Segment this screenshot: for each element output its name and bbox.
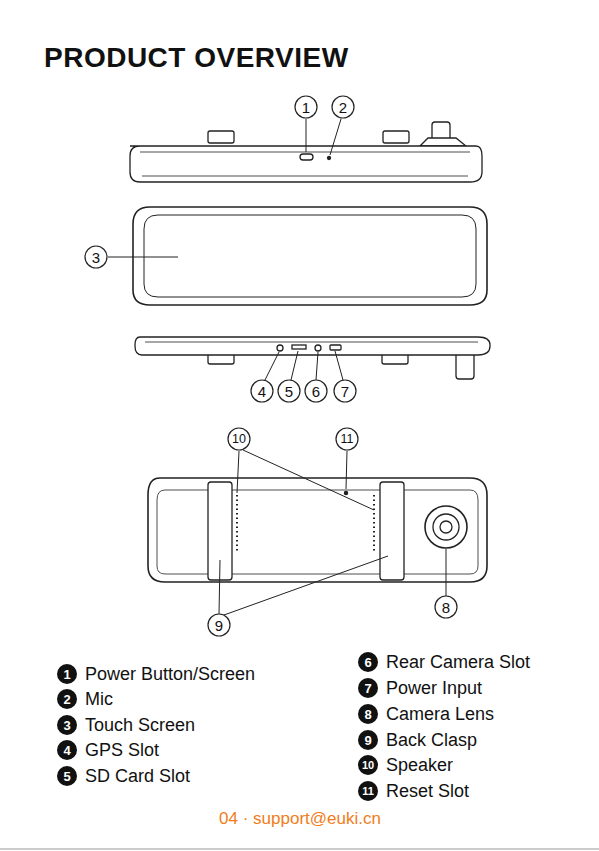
callout-number: 3: [92, 250, 100, 265]
part-name: Speaker: [386, 756, 453, 774]
list-bullet: [358, 652, 378, 672]
callout-number: 1: [302, 100, 310, 115]
callout-number: 6: [312, 384, 320, 399]
list-number: 5: [63, 770, 70, 783]
part-name: Reset Slot: [386, 782, 469, 800]
rear-cam-port: [315, 345, 321, 351]
mirror-back: [148, 478, 487, 582]
part-name: Power Input: [386, 679, 482, 697]
leader-line: [330, 119, 341, 155]
callout-number: 2: [339, 100, 347, 115]
power-port: [330, 345, 341, 350]
callout-circle: [228, 428, 250, 450]
touch-screen: [144, 215, 476, 297]
part-name: Touch Screen: [85, 716, 195, 734]
list-bullet: [358, 755, 378, 775]
callout-circle: [208, 614, 230, 636]
list-bullet: [358, 781, 378, 801]
callout-circle: [251, 380, 273, 402]
list-number: 2: [63, 693, 70, 706]
callout-number: 4: [258, 384, 266, 399]
list-bullet: [57, 766, 77, 786]
clip-tab: [208, 131, 234, 143]
part-name: Power Button/Screen: [85, 665, 255, 683]
list-bullet: [358, 730, 378, 750]
list-number: 11: [362, 786, 374, 797]
callout-circle: [435, 596, 457, 618]
list-bullet: [57, 689, 77, 709]
callout-circle: [305, 380, 327, 402]
callout-number: 11: [341, 433, 354, 446]
leader-line: [306, 119, 307, 152]
sd-slot: [292, 345, 306, 349]
speaker-grille: [236, 495, 238, 552]
part-name: SD Card Slot: [85, 767, 190, 785]
page-rule: [0, 849, 599, 850]
clip-tab: [383, 131, 409, 143]
knob-base: [420, 138, 466, 146]
part-name: GPS Slot: [85, 741, 159, 759]
leader-line: [108, 257, 178, 258]
part-name: Camera Lens: [386, 705, 494, 723]
leader-line: [265, 352, 279, 380]
callout-circle: [334, 380, 356, 402]
leader-line: [237, 451, 239, 493]
leader-line: [224, 556, 388, 615]
callout-number: 7: [341, 384, 349, 399]
gps-port: [277, 345, 283, 351]
callout-number: 10: [232, 433, 246, 446]
page-footer: 04 · support@euki.cn: [219, 810, 381, 827]
camera-lens: [425, 506, 467, 548]
list-number: 4: [63, 744, 70, 757]
list-number: 3: [63, 719, 70, 732]
part-name: Back Clasp: [386, 731, 477, 749]
leader-line: [346, 451, 347, 489]
leader-line: [335, 351, 343, 380]
leader-line: [446, 549, 447, 596]
list-bullet: [57, 715, 77, 735]
back-clasp: [380, 482, 404, 580]
leader-line: [219, 560, 220, 614]
callout-number: 5: [285, 384, 293, 399]
mic-hole: [328, 157, 331, 160]
list-bullet: [358, 704, 378, 724]
list-number: 9: [364, 734, 371, 747]
callout-number: 8: [442, 600, 450, 615]
list-number: 7: [364, 682, 371, 695]
reset-hole: [344, 491, 347, 494]
callout-number: 9: [215, 618, 223, 633]
callout-circle: [278, 380, 300, 402]
page-title: PRODUCT OVERVIEW: [44, 44, 349, 72]
callout-circle: [336, 428, 358, 450]
camera-lens-inner: [433, 514, 459, 540]
leader-line: [316, 352, 318, 380]
body-line: [145, 342, 478, 343]
speaker-grille: [373, 495, 375, 552]
body-line: [157, 490, 478, 574]
list-number: 10: [362, 760, 374, 771]
list-number: 1: [63, 668, 70, 681]
leader-line: [243, 450, 374, 510]
callout-circle: [85, 246, 107, 268]
list-bullet: [57, 740, 77, 760]
camera-lens-core: [440, 521, 452, 533]
leader-line: [291, 351, 298, 380]
callout-circle: [295, 96, 317, 118]
mirror-bottom-view: [135, 337, 490, 355]
list-number: 6: [364, 656, 371, 669]
list-bullet: [358, 678, 378, 698]
mirror-front: [133, 207, 487, 305]
power-button: [300, 154, 313, 160]
list-number: 8: [364, 708, 371, 721]
callout-circle: [332, 96, 354, 118]
list-bullet: [57, 664, 77, 684]
part-name: Rear Camera Slot: [386, 653, 530, 671]
body-line: [140, 152, 470, 176]
part-name: Mic: [85, 690, 113, 708]
